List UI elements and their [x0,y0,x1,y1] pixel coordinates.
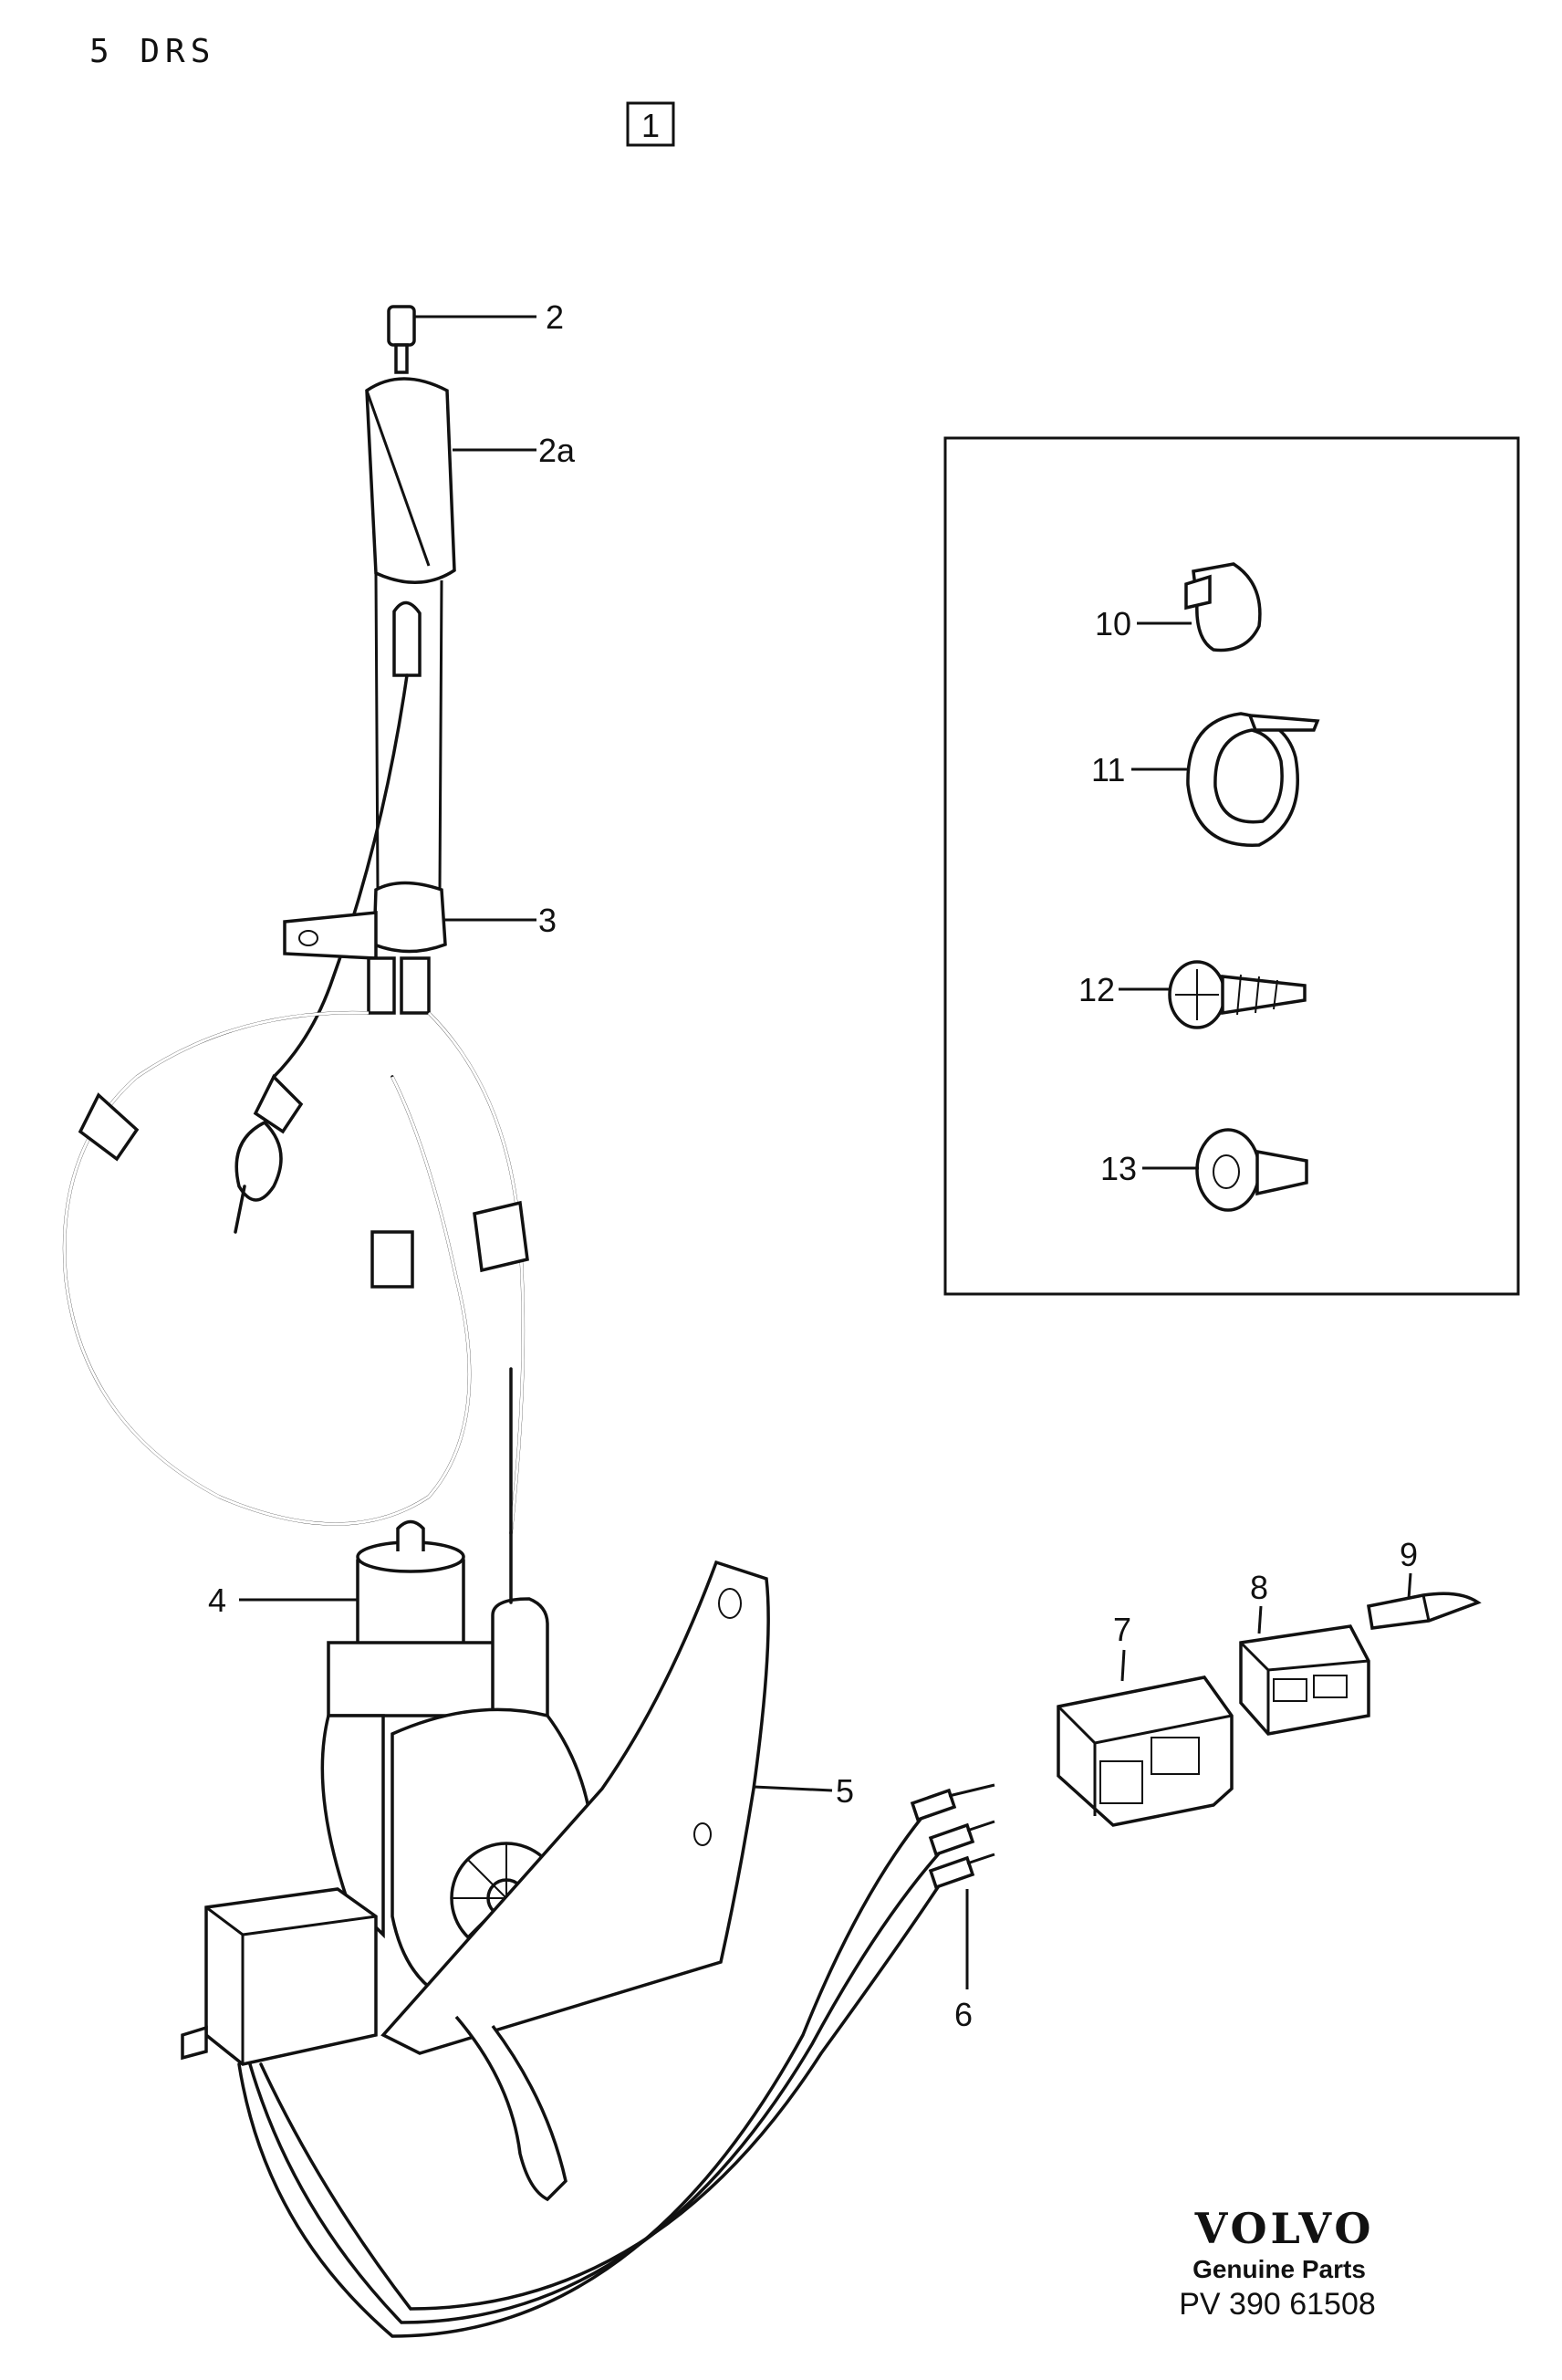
group-box: 1 [626,101,675,147]
callout-8: 8 [1250,1569,1268,1606]
brand-logo: VOLVO [1194,2204,1375,2253]
leader-lines [239,315,1412,1989]
terminal-9 [1366,1592,1482,1630]
callout-12: 12 [1078,971,1115,1008]
cable-tie-11 [1186,712,1320,847]
callout-6: 6 [954,1996,973,2033]
connector-housing-7 [1057,1675,1234,1827]
drain-tube [454,2015,568,2202]
fasteners-inset-box [943,436,1520,1296]
antenna-plug [234,1120,283,1202]
section-code: 5 DRS [89,33,215,70]
mast-clamp [372,881,447,954]
callout-5: 5 [836,1772,854,1810]
connector-housing-8 [1239,1624,1370,1736]
wiring-harness [237,1783,995,2338]
relay-box [181,1887,378,2066]
cable-clip-10 [1184,562,1262,652]
brand-tagline: Genuine Parts [1192,2255,1366,2283]
callout-9: 9 [1400,1536,1418,1573]
callout-2a: 2a [538,432,576,469]
callout-2: 2 [546,298,564,336]
mounting-bracket [380,1560,770,2202]
callout-4: 4 [208,1581,226,1619]
callout-11: 11 [1091,751,1125,788]
mast-cover [365,377,456,584]
antenna-mast [272,305,456,1079]
callout-10: 10 [1095,605,1131,642]
callout-7: 7 [1113,1611,1131,1648]
callout-3: 3 [538,902,557,939]
brand-block: VOLVO Genuine Parts PV 390 61508 [1179,2204,1376,2322]
group-number: 1 [641,107,660,144]
drawing-code: PV 390 61508 [1179,2287,1376,2322]
callout-13: 13 [1100,1150,1137,1187]
screw-12 [1168,960,1307,1029]
plug-13 [1195,1128,1308,1212]
cable-loop [62,1010,529,1535]
